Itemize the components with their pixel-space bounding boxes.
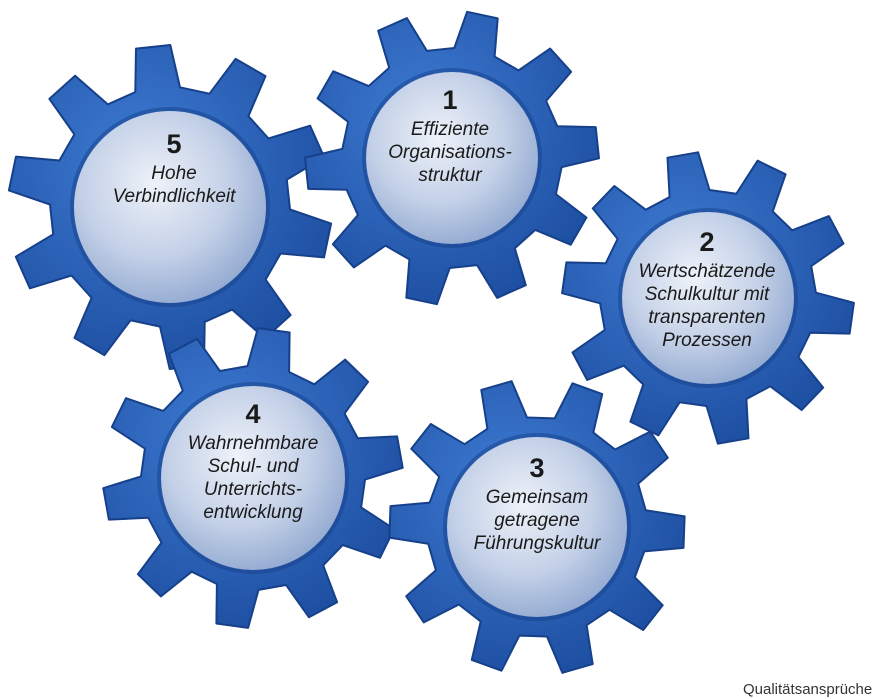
gear-3-label: 3 Gemeinsam getragene Führungskultur	[449, 452, 625, 555]
gear-1-number: 1	[442, 85, 458, 115]
gear-5-label: 5 Hohe Verbindlichkeit	[104, 128, 244, 208]
gear-3	[388, 380, 686, 674]
gear-2-text: Wertschätzende Schulkultur mit transpare…	[638, 261, 776, 351]
gear-3-text: Gemeinsam getragene Führungskultur	[473, 487, 601, 554]
gear-5-text: Hohe Verbindlichkeit	[112, 163, 236, 207]
gear-5-number: 5	[166, 129, 182, 159]
gear-4-hub	[161, 386, 345, 570]
gear-3-number: 3	[529, 453, 545, 483]
gear-5	[7, 44, 333, 370]
gear-2-hub	[622, 212, 794, 384]
gear-4-text: Wahrnehmbare Schul- und Unterrichts- ent…	[187, 433, 319, 523]
gear-1-hub	[366, 72, 538, 244]
gear-4-label: 4 Wahrnehmbare Schul- und Unterrichts- e…	[158, 398, 348, 524]
gear-5-hub	[74, 111, 266, 303]
gear-2	[561, 151, 855, 445]
gear-4	[102, 327, 404, 629]
gear-3-hub	[447, 437, 627, 617]
footer-caption: Qualitätsansprüche an	[743, 681, 876, 698]
gear-1-label: 1 Effiziente Organisations- struktur	[360, 84, 540, 187]
gear-1	[304, 10, 600, 306]
gear-1-text: Effiziente Organisations- struktur	[388, 119, 512, 186]
gear-4-number: 4	[245, 399, 261, 429]
gear-2-label: 2 Wertschätzende Schulkultur mit transpa…	[612, 226, 802, 352]
gear-2-number: 2	[699, 227, 715, 257]
